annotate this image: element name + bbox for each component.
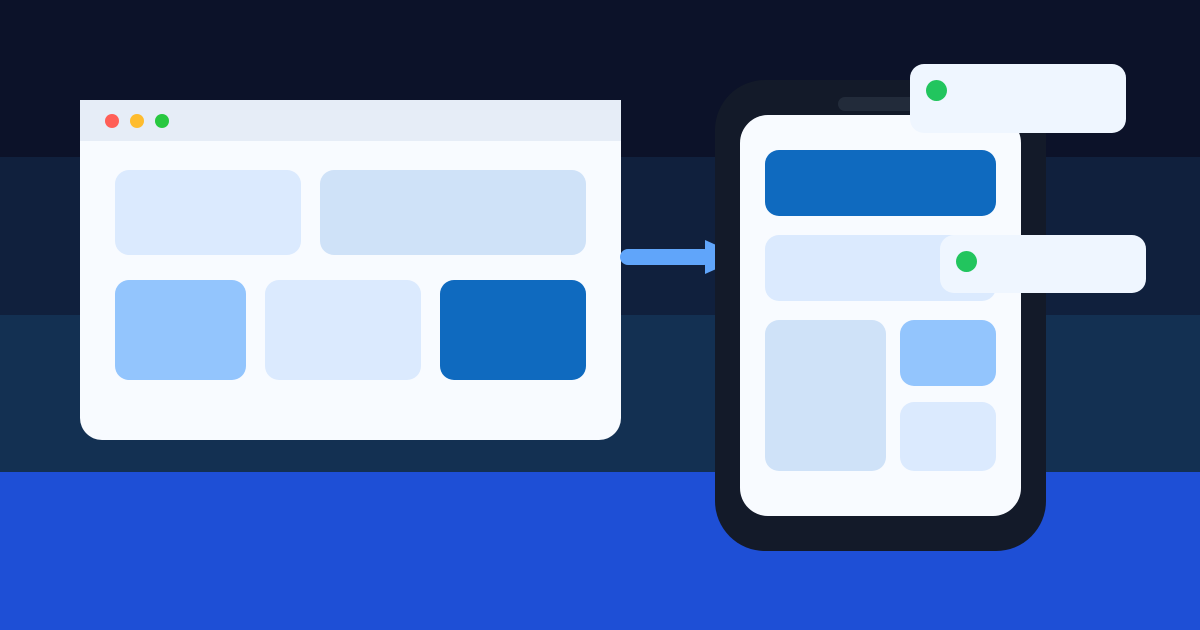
close-dot-icon <box>105 114 119 128</box>
browser-titlebar <box>80 100 621 141</box>
phone-tile <box>900 402 996 471</box>
layout-tile <box>115 280 246 380</box>
maximize-dot-icon <box>155 114 169 128</box>
minimize-dot-icon <box>130 114 144 128</box>
notification-card <box>940 235 1146 293</box>
browser-window <box>80 100 621 440</box>
layout-tile <box>265 280 421 380</box>
phone-tile <box>765 320 886 471</box>
notification-card <box>910 64 1126 133</box>
layout-tile <box>320 170 586 255</box>
layout-tile <box>440 280 586 380</box>
phone-header-tile <box>765 150 996 216</box>
status-dot-icon <box>926 80 947 101</box>
layout-tile <box>115 170 301 255</box>
status-dot-icon <box>956 251 977 272</box>
phone-tile <box>900 320 996 386</box>
